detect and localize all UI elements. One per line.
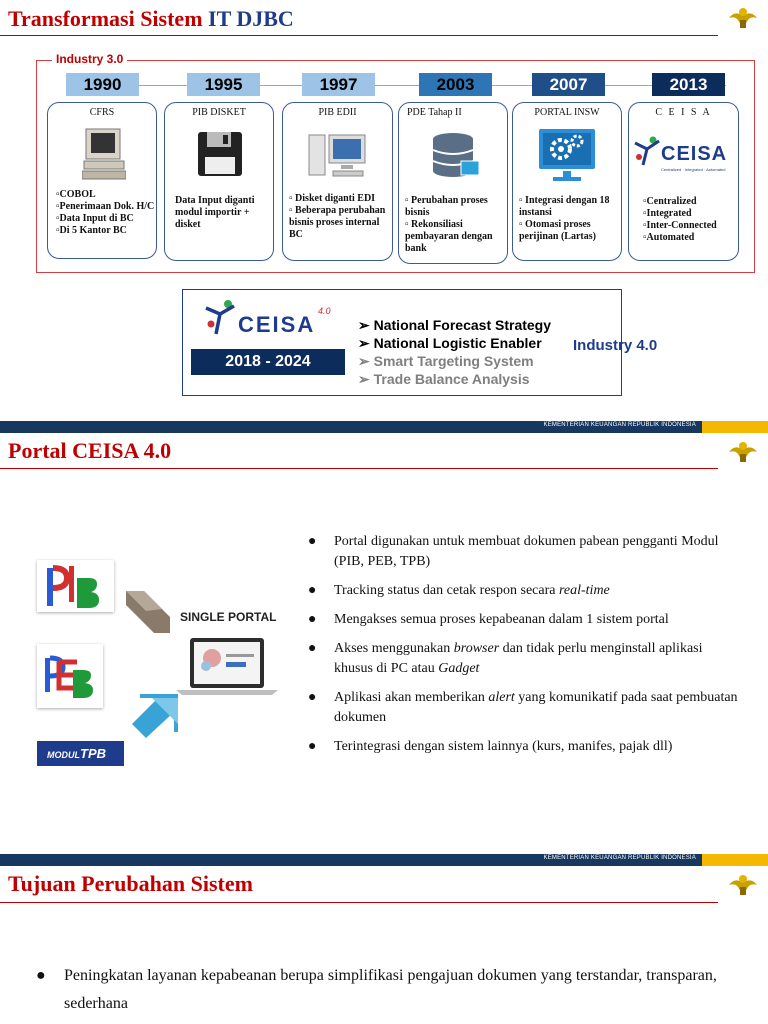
card-title: PORTAL INSW: [534, 107, 600, 118]
djbc-emblem-icon: [729, 8, 757, 28]
single-portal-label: SINGLE PORTAL: [180, 610, 277, 624]
laptop-icon: [176, 638, 278, 695]
ceisa-logo: CEISA Centralized · Integrated · Automat…: [633, 135, 737, 177]
card-item: ▫ Perubahan proses bisnis: [405, 195, 488, 218]
industry3-frame: [36, 60, 755, 273]
desktop-pc-icon: [308, 134, 366, 177]
arrow-out-icon: [132, 694, 178, 738]
year-1995: 1995: [187, 73, 260, 96]
arrow-in-icon: [126, 591, 170, 633]
industry3-label: Industry 3.0: [52, 52, 128, 66]
floppy-disk-icon: [198, 132, 242, 176]
list-item: ➢ Trade Balance Analysis: [358, 371, 530, 387]
card-item: Data Input diganti modul importir + disk…: [175, 195, 255, 230]
card-title: PDE Tahap II: [407, 107, 462, 118]
slide2-title: Portal CEISA 4.0: [8, 438, 172, 463]
pib-logo-icon: [47, 565, 99, 608]
industry4-label: Industry 4.0: [573, 337, 658, 354]
card-item: ▫Centralized: [643, 196, 697, 207]
year-1997: 1997: [302, 73, 375, 96]
card-item: ▫ Beberapa perubahan bisnis proses inter…: [289, 205, 386, 240]
gear-monitor-icon: [539, 129, 595, 181]
ceisa40-logo: CEISA 4.0: [204, 298, 334, 342]
ceisa40-figure-icon: [205, 300, 235, 335]
year-2003: 2003: [419, 73, 492, 96]
card-item: ▫Penerimaan Dok. H/C: [56, 201, 155, 212]
card-pib-edii: PIB EDII ▫ Disket diganti EDI ▫ Beberapa…: [282, 102, 393, 261]
tujuan-bullet: ● Peningkatan layanan kepabeanan berupa …: [36, 967, 717, 1012]
modul-tpb-logo: MODULTPB: [37, 741, 124, 766]
portal-bullets: ●Portal digunakan untuk membuat dokumen …: [308, 532, 738, 766]
card-item: ▫ Rekonsiliasi pembayaran dengan bank: [405, 219, 493, 254]
list-item: ●Aplikasi akan memberikan alert yang kom…: [308, 690, 738, 725]
title-rule: [0, 902, 718, 903]
card-item: ▫ Otomasi proses perijinan (Lartas): [519, 219, 596, 242]
industry4-list: ➢ National Forecast Strategy ➢ National …: [358, 316, 551, 388]
slide3-title: Tujuan Perubahan Sistem: [8, 871, 253, 896]
card-item: ▫ Integrasi dengan 18 instansi: [519, 195, 610, 218]
year-1990: 1990: [66, 73, 139, 96]
card-item: ▫Di 5 Kantor BC: [56, 225, 127, 236]
title-rule: [0, 468, 718, 469]
database-icon: [432, 133, 480, 177]
year-2013: 2013: [652, 73, 725, 96]
footer-bar: KEMENTERIAN KEUANGAN REPUBLIK INDONESIA: [0, 421, 768, 433]
list-item: ●Portal digunakan untuk membuat dokumen …: [308, 534, 719, 569]
list-item: ●Tracking status dan cetak respon secara…: [308, 583, 610, 598]
djbc-emblem-icon: [729, 442, 757, 462]
list-item: ➢ National Logistic Enabler: [358, 335, 542, 351]
card-title: PIB EDII: [318, 107, 357, 118]
timeline-line: [66, 85, 726, 86]
card-cfrs: CFRS ▫COBOL ▫Penerimaan Dok. H/C ▫Data I…: [47, 102, 157, 259]
old-computer-icon: [82, 128, 126, 180]
card-pde-tahap-ii: PDE Tahap II ▫ Perubahan proses bisnis ▫…: [398, 102, 508, 264]
card-portal-insw: PORTAL INSW ▫ Integrasi dengan 18 instan…: [512, 102, 622, 261]
footer-bar: KEMENTERIAN KEUANGAN REPUBLIK INDONESIA: [0, 854, 768, 866]
list-item: ➢ Smart Targeting System: [358, 353, 534, 369]
list-item: ●Mengakses semua proses kepabeanan dalam…: [308, 612, 669, 627]
title-rule: [0, 35, 718, 36]
list-item: ➢ National Forecast Strategy: [358, 317, 552, 333]
djbc-emblem-icon: [729, 875, 757, 895]
peb-logo: [37, 644, 103, 708]
card-item: ▫Inter-Connected: [643, 220, 717, 231]
card-ceisa: C E I S A CEISA Centralized · Integrated…: [628, 102, 739, 261]
ceisa-figure-icon: [634, 136, 660, 166]
year-2007: 2007: [532, 73, 605, 96]
list-item: ●Akses menggunakan browser dan tidak per…: [308, 641, 703, 676]
card-item: ▫Integrated: [643, 208, 692, 219]
pib-logo: [37, 560, 114, 612]
peb-logo-icon: [45, 655, 93, 698]
card-item: ▫Automated: [643, 232, 695, 243]
card-item: ▫Data Input di BC: [56, 213, 134, 224]
slide1-title: Transformasi Sistem IT DJBC: [8, 6, 294, 31]
card-title: PIB DISKET: [192, 107, 246, 118]
industry4-frame: [182, 289, 622, 396]
card-title: CFRS: [89, 107, 115, 118]
period-bar: 2018 - 2024: [191, 349, 345, 375]
list-item: ●Terintegrasi dengan sistem lainnya (kur…: [308, 739, 673, 754]
card-pib-disket: PIB DISKET Data Input diganti modul impo…: [164, 102, 274, 261]
card-title: C E I S A: [655, 107, 712, 118]
card-item: ▫COBOL: [56, 189, 96, 200]
card-item: ▫ Disket diganti EDI: [289, 193, 376, 204]
